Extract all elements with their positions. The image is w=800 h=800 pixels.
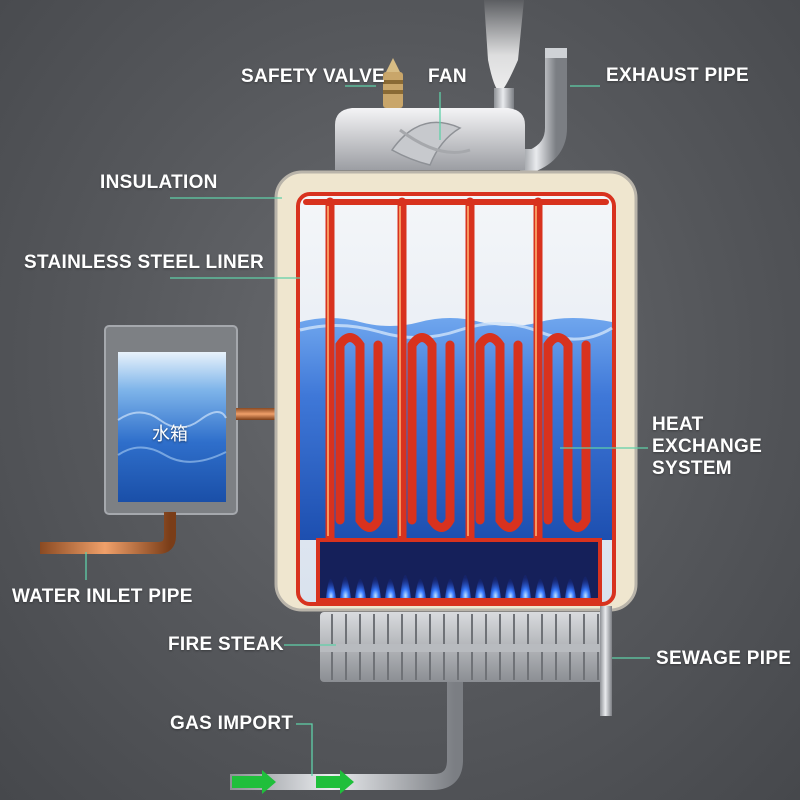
gas-flow-arrows xyxy=(232,770,354,794)
burner-assembly xyxy=(320,612,610,682)
flames xyxy=(326,575,591,598)
heat-exchange-tubes xyxy=(303,197,609,545)
label-heat-exchange-1: HEAT xyxy=(652,414,704,435)
tank-connector-pipe xyxy=(236,408,276,420)
steam-plume xyxy=(484,0,524,92)
label-insulation: INSULATION xyxy=(100,172,218,193)
label-fire-steak: FIRE STEAK xyxy=(168,634,284,655)
label-water-inlet-pipe: WATER INLET PIPE xyxy=(12,586,193,607)
label-water-tank: 水箱 xyxy=(152,424,188,445)
leader-lines xyxy=(85,85,650,776)
label-heat-exchange-2: EXCHANGE xyxy=(652,436,763,457)
water-tank xyxy=(104,325,238,515)
gas-pipe xyxy=(230,682,463,790)
fan xyxy=(335,108,525,170)
label-sewage-pipe: SEWAGE PIPE xyxy=(656,648,792,669)
label-gas-import: GAS IMPORT xyxy=(170,713,294,734)
label-fan: FAN xyxy=(428,66,467,87)
label-safety-valve: SAFETY VALVE xyxy=(241,66,386,87)
label-stainless-steel-liner: STAINLESS STEEL LINER xyxy=(24,252,264,273)
water-inlet-pipe xyxy=(40,512,176,554)
label-exhaust-pipe: EXHAUST PIPE xyxy=(606,65,749,86)
sewage-pipe xyxy=(600,606,612,716)
exhaust-pipe xyxy=(520,52,567,171)
label-heat-exchange-3: SYSTEM xyxy=(652,458,732,479)
